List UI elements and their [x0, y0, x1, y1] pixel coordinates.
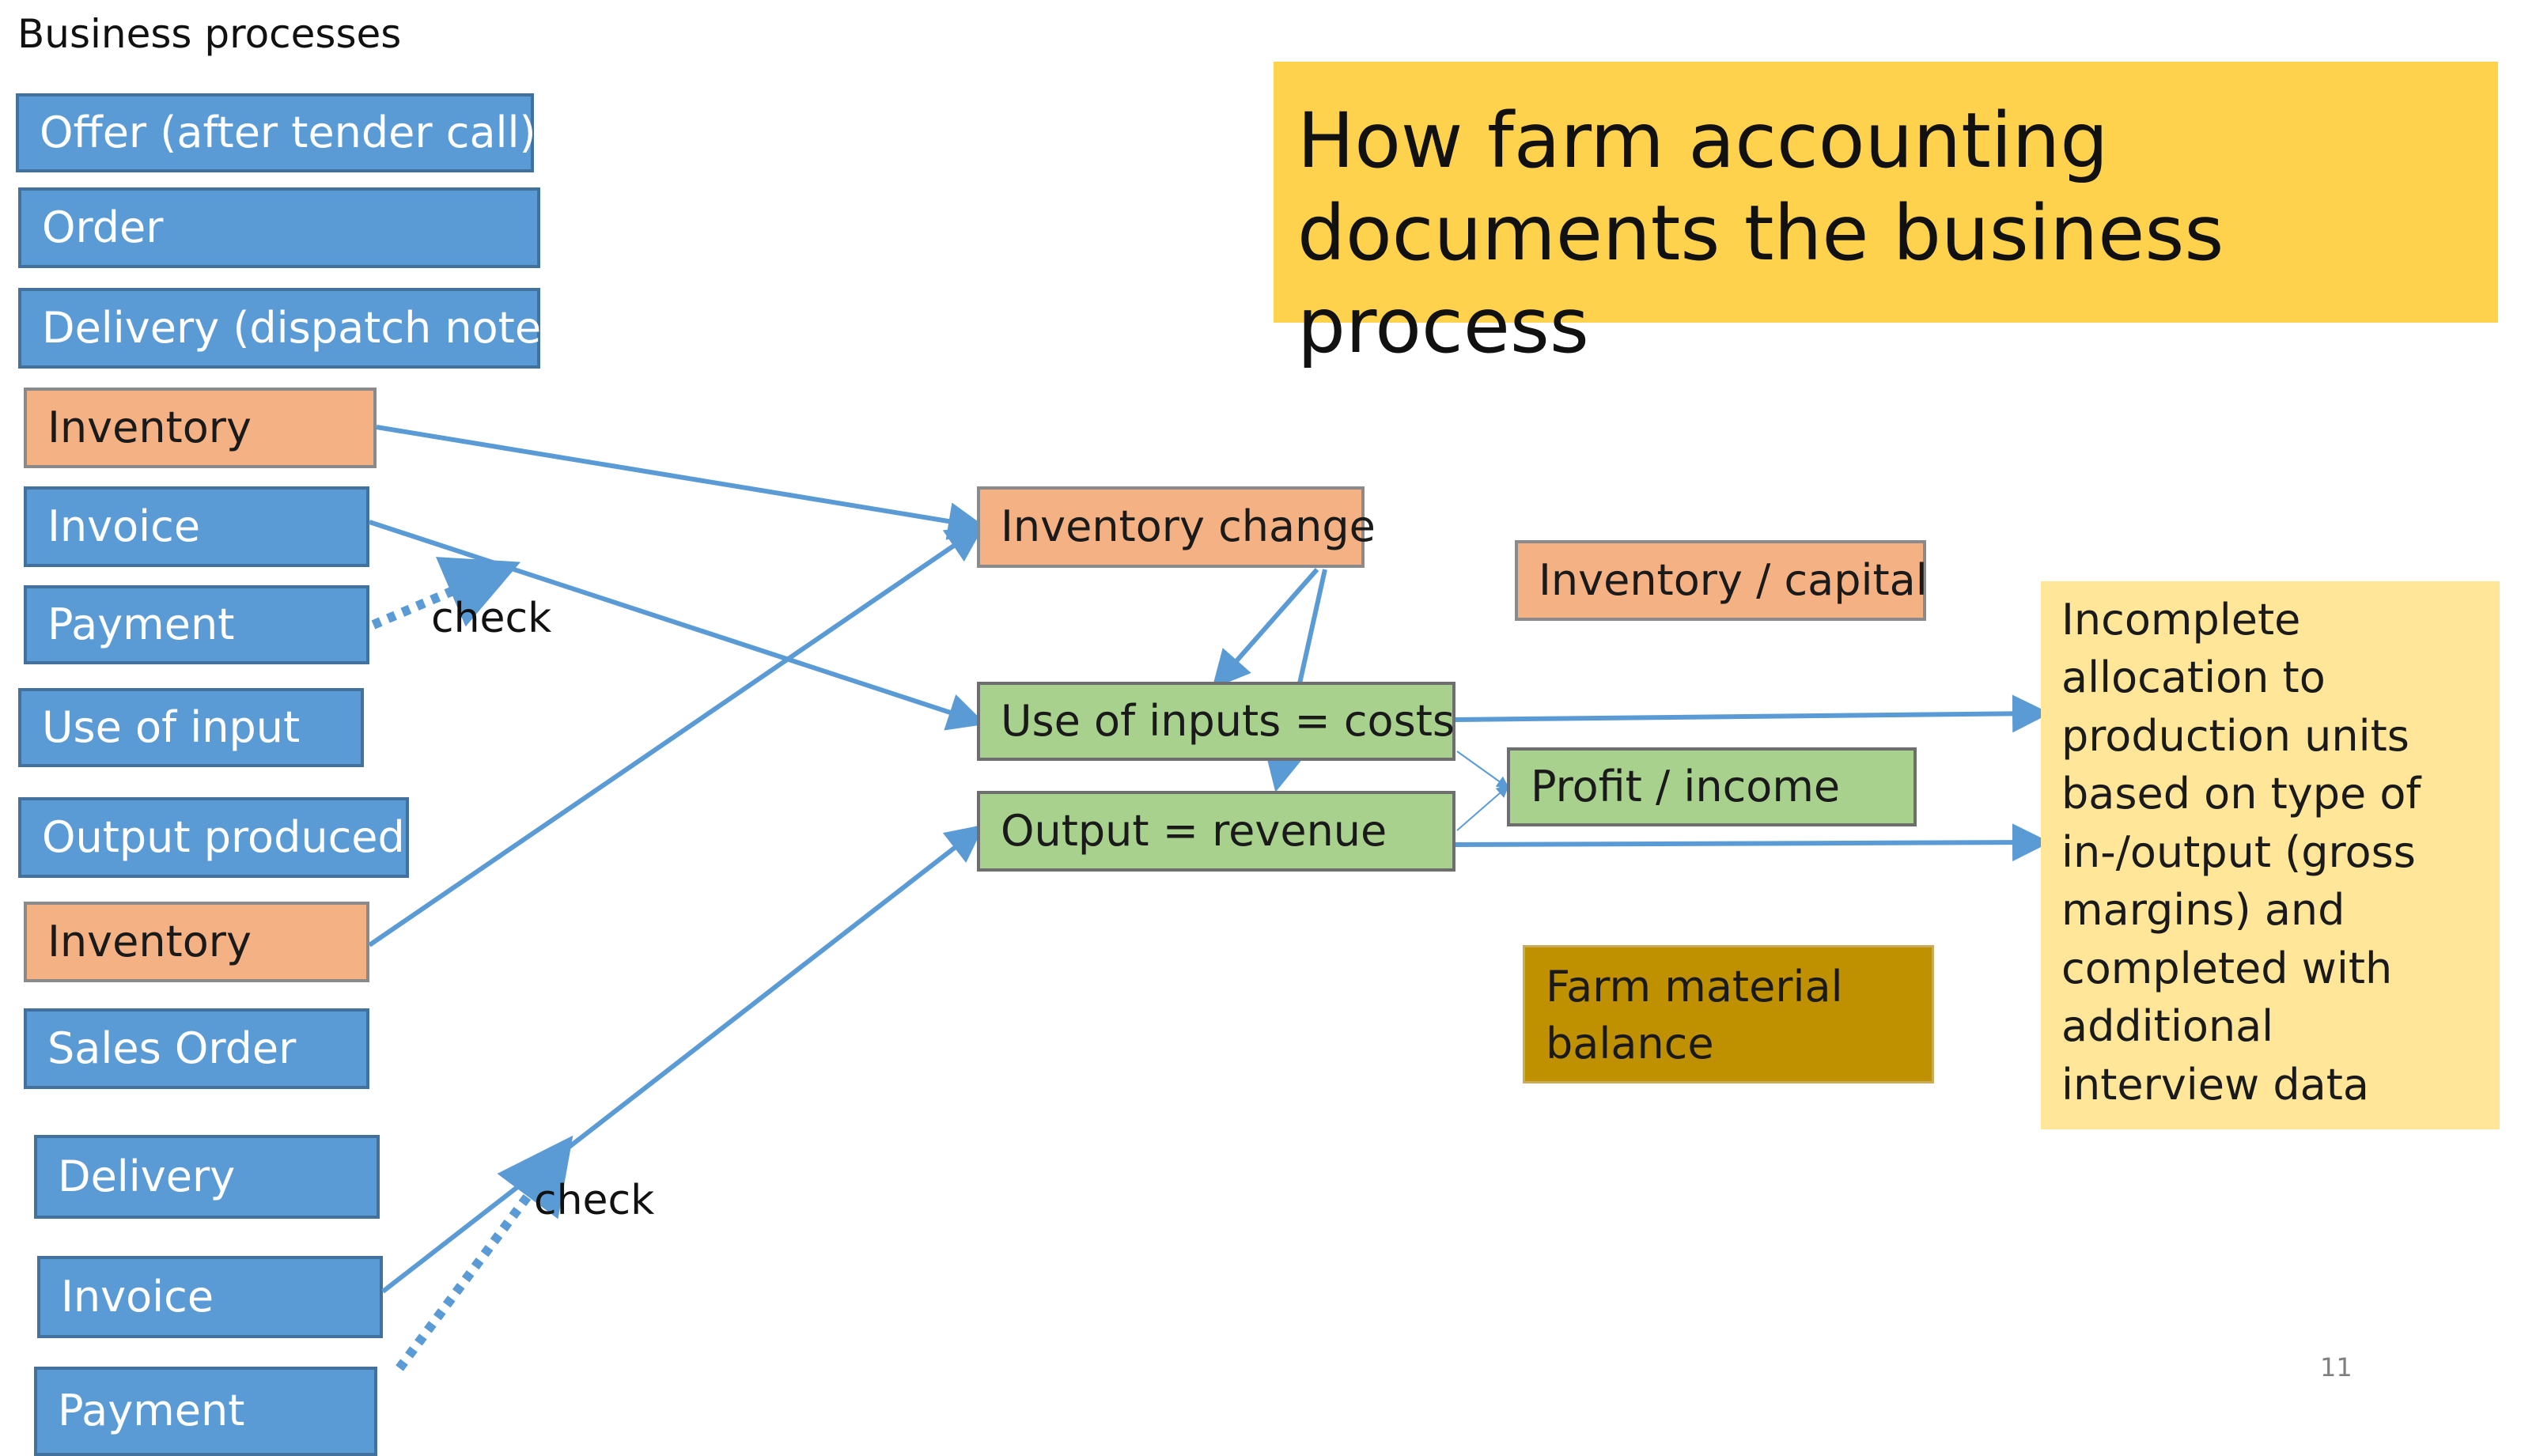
arrow-output-to-note	[1455, 823, 2050, 862]
process-box-payment-1: Payment	[24, 585, 369, 664]
check-label-1: check	[431, 595, 552, 642]
process-box-inventory-2: Inventory	[24, 902, 369, 982]
process-box-inventory-1: Inventory	[24, 388, 377, 468]
page-number: 11	[2320, 1352, 2353, 1382]
process-box-invoice-2: Invoice	[37, 1256, 383, 1338]
arrow-use-of-inputs-to-profit	[1456, 751, 1510, 789]
check-label-2: check	[534, 1177, 655, 1224]
page-title: How farm accounting documents the busine…	[1274, 62, 2498, 370]
inventory-capital-box: Inventory / capital	[1515, 540, 1928, 621]
process-box-sales-order: Sales Order	[24, 1008, 369, 1089]
process-box-delivery: Delivery	[34, 1135, 380, 1219]
arrow-inventory-change-to-use-of-inputs	[1212, 568, 1319, 690]
allocation-note: Incomplete allocation to production unit…	[2041, 581, 2500, 1129]
arrow-invoice-to-use-of-inputs	[369, 520, 986, 731]
process-box-order: Order	[18, 187, 540, 268]
arrow-output-to-profit	[1456, 785, 1510, 831]
process-box-payment-2: Payment	[34, 1367, 377, 1456]
use-of-inputs-box: Use of inputs = costs	[977, 682, 1455, 761]
arrow-use-of-inputs-to-note	[1455, 694, 2050, 733]
arrow-inventory-to-inventory-change	[376, 425, 986, 540]
process-box-invoice-1: Invoice	[24, 486, 369, 567]
process-box-delivery-dispatch: Delivery (dispatch note)	[18, 288, 558, 369]
output-revenue-box: Output = revenue	[977, 791, 1455, 872]
profit-income-box: Profit / income	[1507, 747, 1917, 826]
arrow-inventory-to-inventory-change-2	[368, 524, 985, 947]
dotted-arrow-check-payment-1	[371, 557, 521, 630]
process-box-offer: Offer (after tender call)	[16, 93, 536, 172]
business-processes-label: Business processes	[17, 11, 402, 57]
inventory-change-box: Inventory change	[977, 486, 1376, 568]
farm-material-balance-box: Farm material balance	[1523, 945, 1934, 1083]
process-box-output-produced: Output produced	[18, 797, 409, 878]
process-box-use-of-input: Use of input	[18, 688, 364, 767]
arrow-invoice-to-output-revenue	[381, 824, 985, 1294]
dotted-arrow-check-payment-2	[396, 1135, 573, 1371]
